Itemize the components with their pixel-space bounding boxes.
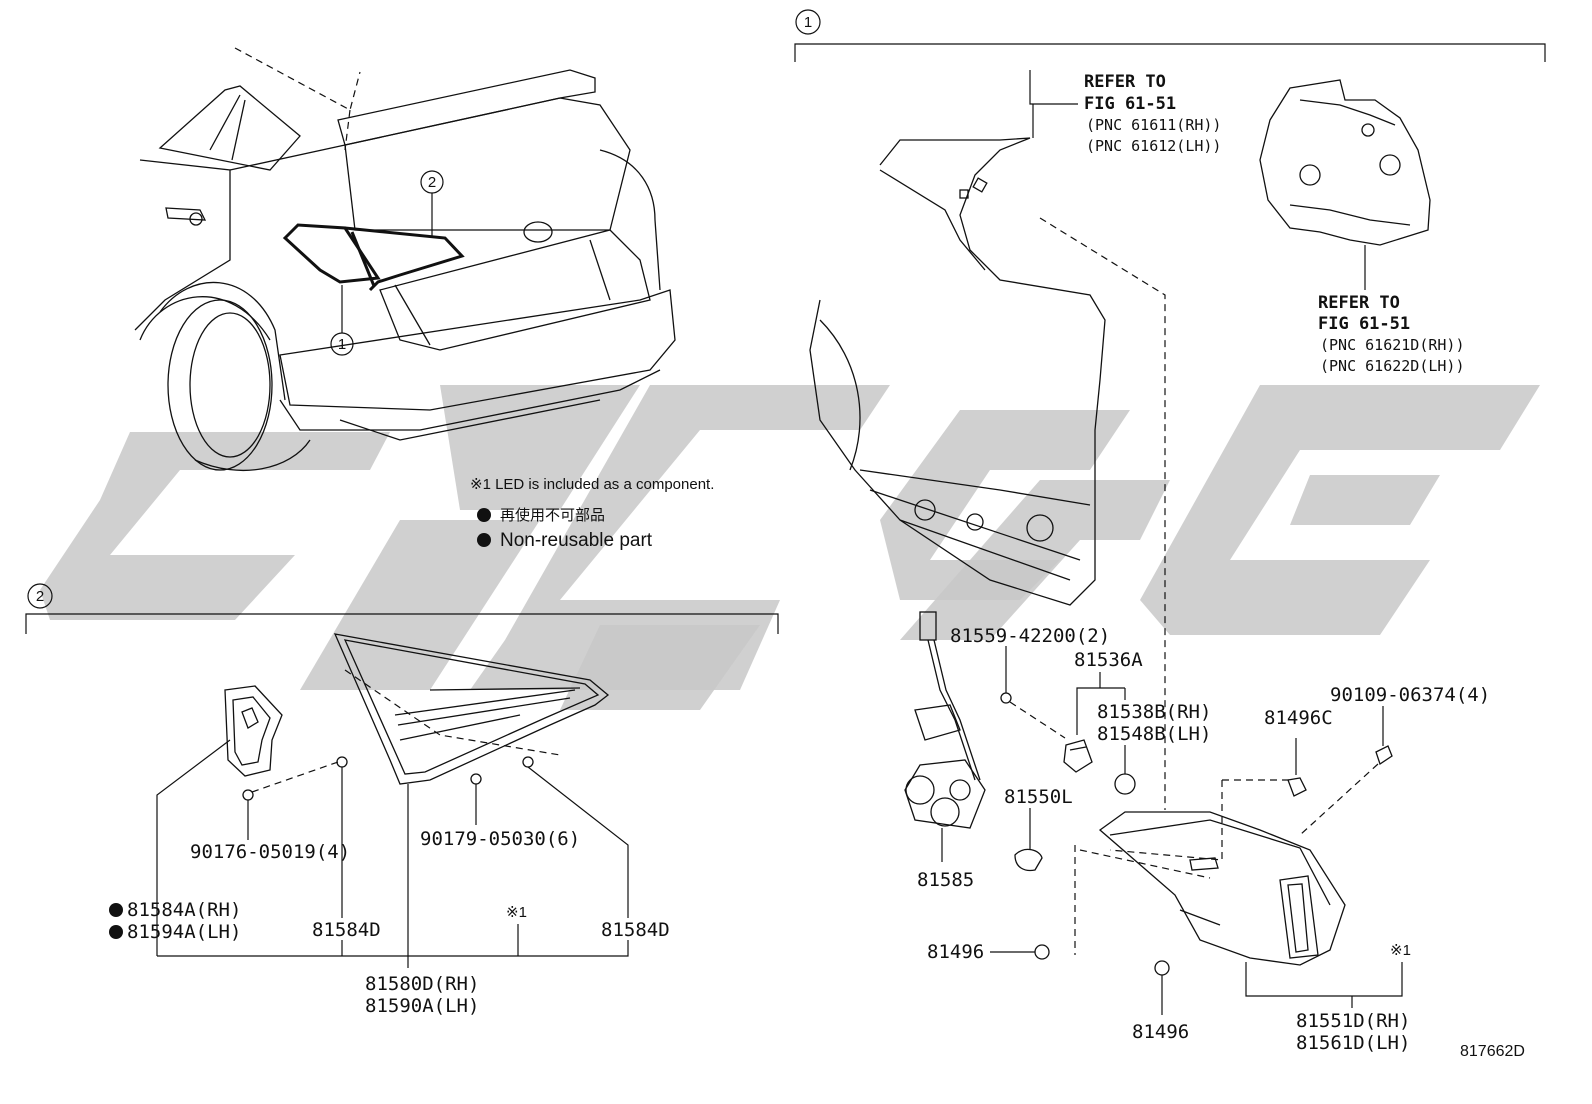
label-81496-bottom: 81496 — [1132, 1021, 1189, 1043]
label-81590A: 81590A(LH) — [365, 995, 479, 1017]
section-2-parts: 90176-05019(4) 90179-05030(6) 81584A(RH)… — [109, 633, 670, 1017]
legend-notes: ※1 LED is included as a component. 再使用不可… — [470, 476, 714, 551]
label-81551D: 81551D(RH) — [1296, 1010, 1410, 1032]
label-81548B: 81548B(LH) — [1097, 723, 1211, 745]
non-reusable-bullet-icon — [477, 508, 491, 522]
label-81584A: 81584A(RH) — [127, 899, 241, 921]
label-90179: 90179-05030(6) — [420, 828, 580, 850]
section-1-bracket: 1 — [794, 9, 1546, 62]
led-marker-section2: ※1 — [506, 904, 527, 921]
marker-1-vehicle: 1 — [338, 336, 346, 353]
figure-code: 817662D — [1460, 1043, 1525, 1060]
non-reusable-bullet-icon — [477, 533, 491, 547]
marker-2-vehicle: 2 — [428, 174, 436, 191]
led-marker-section1: ※1 — [1390, 942, 1411, 959]
label-81584D-right: 81584D — [601, 919, 670, 941]
label-81538B: 81538B(RH) — [1097, 701, 1211, 723]
label-81580D: 81580D(RH) — [365, 973, 479, 995]
label-90109: 90109-06374(4) — [1330, 684, 1490, 706]
label-81585: 81585 — [917, 869, 974, 891]
refer-upper-pnc1: (PNC 61611(RH)) — [1086, 116, 1221, 134]
vehicle-rear-illustration: 2 1 — [134, 47, 676, 472]
marker-2-section: 2 — [36, 588, 44, 605]
section-2-bracket: 2 — [25, 583, 779, 634]
refer-lower-pnc2: (PNC 61622D(LH)) — [1320, 357, 1465, 375]
refer-upper-line2: FIG 61-51 — [1084, 94, 1176, 114]
refer-upper-line1: REFER TO — [1084, 72, 1166, 92]
watermark-logo — [40, 385, 1540, 710]
refer-lower-pnc1: (PNC 61621D(RH)) — [1320, 336, 1465, 354]
refer-lower-line1: REFER TO — [1318, 293, 1400, 313]
non-reusable-en: Non-reusable part — [500, 530, 653, 551]
label-90176: 90176-05019(4) — [190, 841, 350, 863]
label-81559: 81559-42200(2) — [950, 625, 1110, 647]
label-81496C: 81496C — [1264, 707, 1333, 729]
led-note: ※1 LED is included as a component. — [470, 476, 714, 493]
label-81561D: 81561D(LH) — [1296, 1032, 1410, 1054]
refer-upper-pnc2: (PNC 61612(LH)) — [1086, 137, 1221, 155]
refer-lower-line2: FIG 61-51 — [1318, 314, 1410, 334]
section-1-parts: REFER TO FIG 61-51 (PNC 61611(RH)) (PNC … — [809, 70, 1490, 1054]
non-reusable-bullet-icon — [109, 903, 123, 917]
label-81584D-left: 81584D — [312, 919, 381, 941]
non-reusable-jp: 再使用不可部品 — [500, 507, 605, 524]
label-81536A: 81536A — [1074, 649, 1143, 671]
non-reusable-bullet-icon — [109, 925, 123, 939]
label-81594A: 81594A(LH) — [127, 921, 241, 943]
label-81550L: 81550L — [1004, 786, 1073, 808]
label-81496-left: 81496 — [927, 941, 984, 963]
marker-1-top: 1 — [804, 14, 812, 31]
